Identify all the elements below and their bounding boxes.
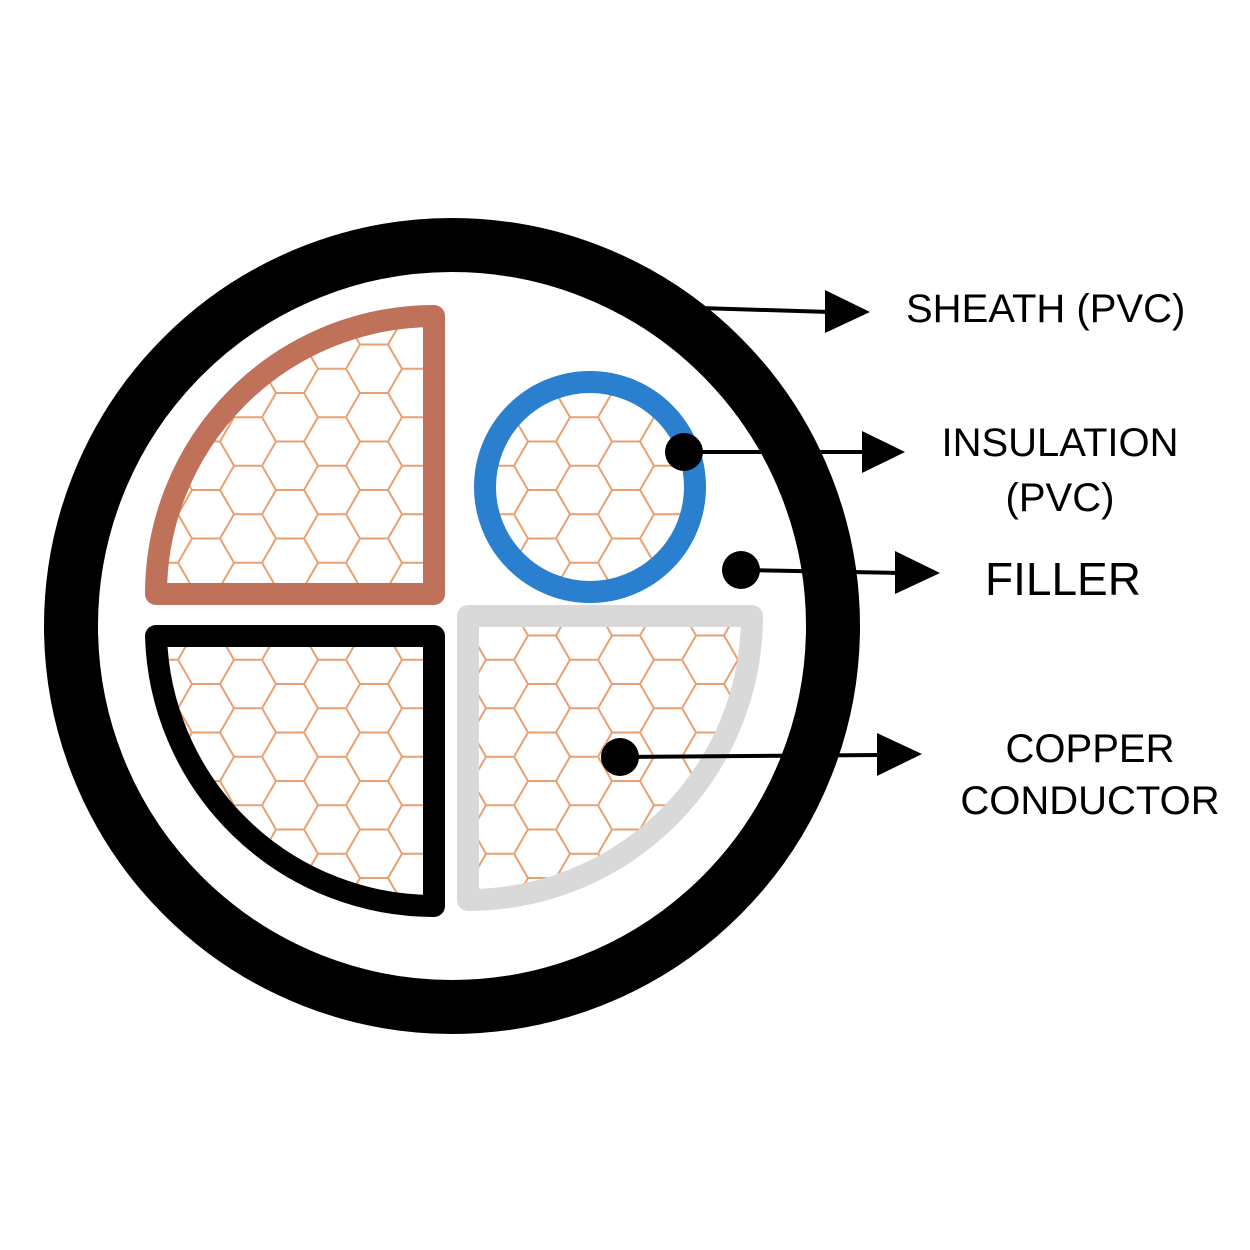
label-insulation: INSULATION (PVC) xyxy=(922,416,1198,526)
label-copper-conductor: COPPER CONDUCTOR xyxy=(940,723,1240,827)
sheath-ring xyxy=(44,218,860,1034)
arrow-head-icon xyxy=(862,431,905,473)
label-insulation-line2: (PVC) xyxy=(1005,476,1115,521)
label-sheath: SHEATH (PVC) xyxy=(906,287,1186,331)
copper-pointer xyxy=(601,733,922,776)
arrow-head-icon xyxy=(877,733,922,776)
core-blue xyxy=(474,371,706,603)
label-filler: FILLER xyxy=(985,553,1141,605)
label-copper-line2: CONDUCTOR xyxy=(960,779,1220,823)
arrow-head-icon xyxy=(825,290,870,333)
core-brown xyxy=(145,305,445,605)
sheath-pointer xyxy=(699,290,870,333)
arrow-head-icon xyxy=(895,551,940,594)
label-insulation-line1: INSULATION xyxy=(941,421,1179,465)
filler-pointer xyxy=(722,551,940,594)
core-black xyxy=(145,625,445,917)
label-copper-line1: COPPER xyxy=(1005,727,1175,771)
insulation-pointer xyxy=(665,431,905,473)
